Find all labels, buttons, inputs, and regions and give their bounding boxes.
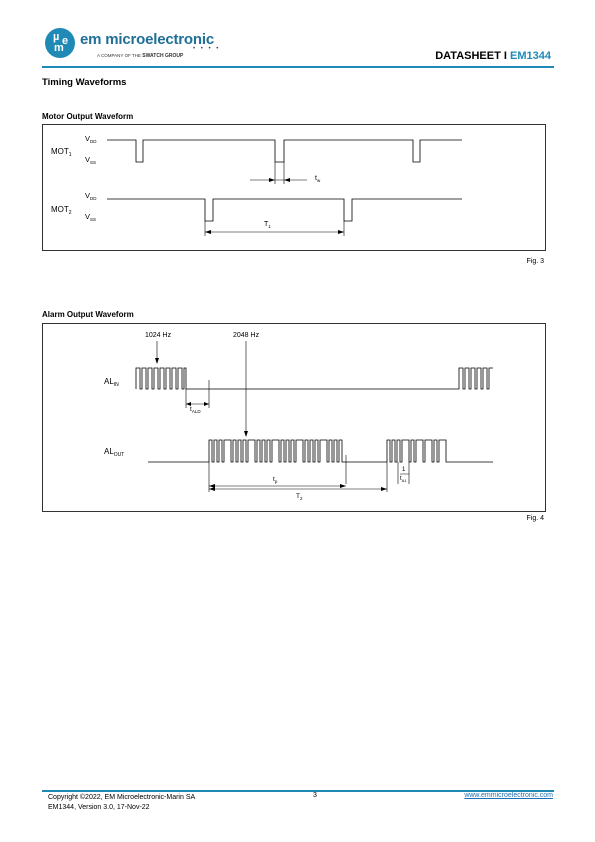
tw-label: tw <box>315 175 321 183</box>
tw-arrow-left <box>269 178 275 182</box>
mot1-vss-label: VSS <box>85 155 96 165</box>
section-title: Timing Waveforms <box>42 77 127 88</box>
mot2-label: MOT2 <box>51 205 72 216</box>
datasheet-title: DATASHEET I EM1344 <box>435 50 551 62</box>
mot1-label: MOT1 <box>51 147 72 158</box>
mot1-waveform <box>107 139 462 163</box>
group-tagline: A COMPANY OF THE SWATCH GROUP <box>97 53 184 59</box>
fig3-frame <box>42 124 546 251</box>
website-link[interactable]: www.emmicroelectronic.com <box>464 792 553 799</box>
logo-letter-e: e <box>62 35 69 47</box>
fig3-caption: Fig. 3 <box>526 258 544 265</box>
logo-letter-mu: µ <box>53 31 60 43</box>
tw-arrow-right <box>284 178 290 182</box>
page-number: 3 <box>313 792 317 799</box>
mot2-vdd-label: VDD <box>85 191 97 201</box>
t1-arrow-left <box>205 230 211 234</box>
footer-rule <box>42 790 554 792</box>
fig4-title: Alarm Output Waveform <box>42 310 134 319</box>
header-rule <box>42 66 554 68</box>
mot1-vdd-label: VDD <box>85 134 97 144</box>
footer-version: EM1344, Version 3.0, 17-Nov-22 <box>48 804 150 811</box>
fig3-title: Motor Output Waveform <box>42 112 134 121</box>
doc-type: DATASHEET I <box>435 50 507 62</box>
brand-name: em microelectronic <box>80 31 214 48</box>
mot2-vss-label: VSS <box>85 212 96 222</box>
footer-copyright: Copyright ©2022, EM Microelectronic-Mari… <box>48 794 196 801</box>
t1-label: T1 <box>264 221 271 229</box>
logo-letter-m: m <box>54 42 64 54</box>
fig4-caption: Fig. 4 <box>526 515 544 522</box>
swatch-dots-decoration: • • • • <box>193 46 221 52</box>
mot2-waveform <box>107 198 462 222</box>
product-code: EM1344 <box>510 50 551 62</box>
footer-link-wrapper: www.emmicroelectronic.com <box>464 792 553 799</box>
t1-arrow-right <box>338 230 344 234</box>
company-logo: µ e m <box>45 28 75 58</box>
